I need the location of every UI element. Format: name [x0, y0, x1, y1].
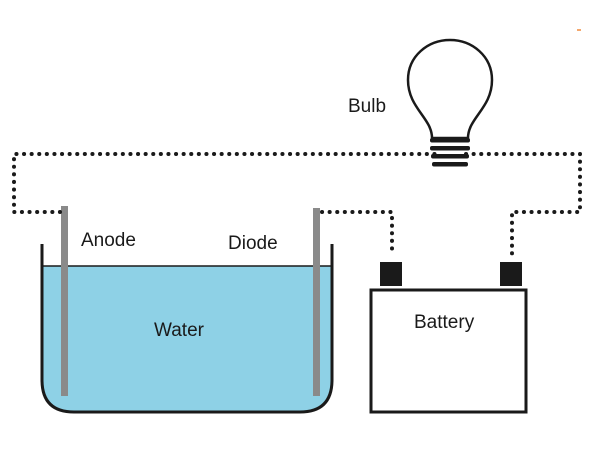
wire-left	[12, 152, 442, 214]
water-label: Water	[154, 320, 205, 341]
battery-terminal-right	[500, 262, 522, 286]
anode-label: Anode	[81, 230, 136, 251]
battery-body	[369, 288, 528, 414]
diode-label: Diode	[228, 233, 278, 254]
battery-terminal-left	[380, 262, 402, 286]
wire-diode-battery	[320, 210, 394, 258]
battery-label: Battery	[414, 312, 475, 333]
water-container	[40, 244, 334, 414]
wire-right	[464, 152, 582, 258]
water-fill	[42, 266, 332, 412]
anode-electrode	[61, 206, 68, 396]
diode-electrode	[313, 208, 320, 396]
bulb-label: Bulb	[348, 96, 386, 117]
bulb-icon	[406, 38, 494, 167]
